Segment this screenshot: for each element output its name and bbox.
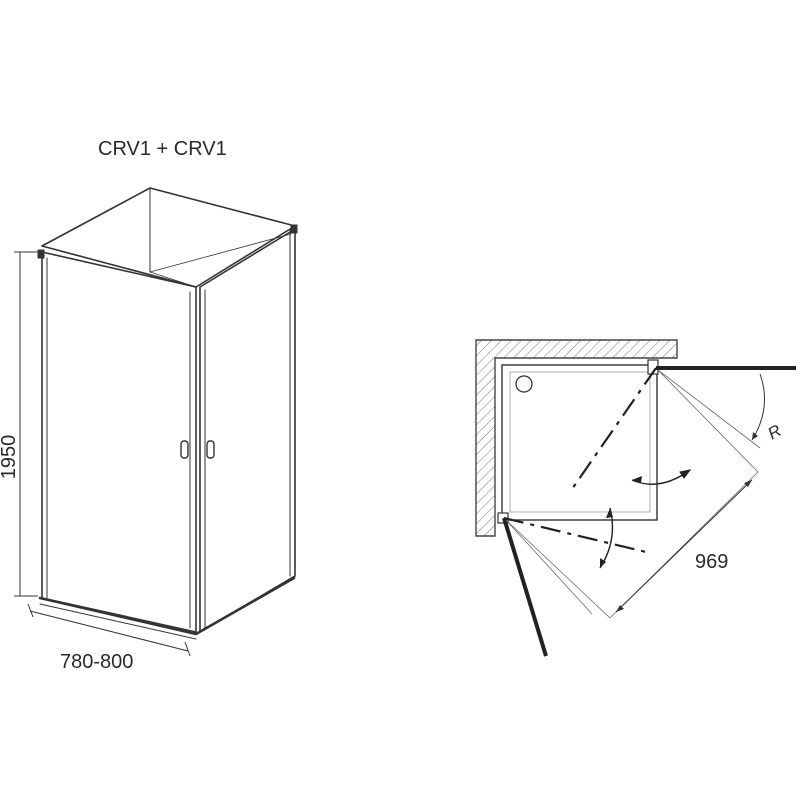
swing-dimension-label: 969 <box>695 551 728 573</box>
front-panel-right <box>199 228 296 633</box>
width-dimension <box>27 603 191 657</box>
plan-view <box>475 339 796 657</box>
door-open-down <box>502 517 548 657</box>
width-dimension-label: 780-800 <box>60 651 133 673</box>
door-handle-right <box>206 440 215 459</box>
height-dimension <box>14 251 40 597</box>
title: CRV1 + CRV1 <box>98 138 227 160</box>
wall-top <box>475 339 678 537</box>
enclosure-top-frame <box>41 187 296 288</box>
height-dimension-label: 1950 <box>0 435 20 480</box>
enclosure-3d <box>37 187 298 640</box>
door-handle-left <box>180 440 189 459</box>
radius-label: R <box>765 421 785 444</box>
bottom-profile <box>38 576 296 636</box>
shower-tray <box>501 364 658 521</box>
front-panel-left <box>41 251 197 633</box>
drain <box>515 375 533 393</box>
swing-dimension-line <box>615 479 753 613</box>
